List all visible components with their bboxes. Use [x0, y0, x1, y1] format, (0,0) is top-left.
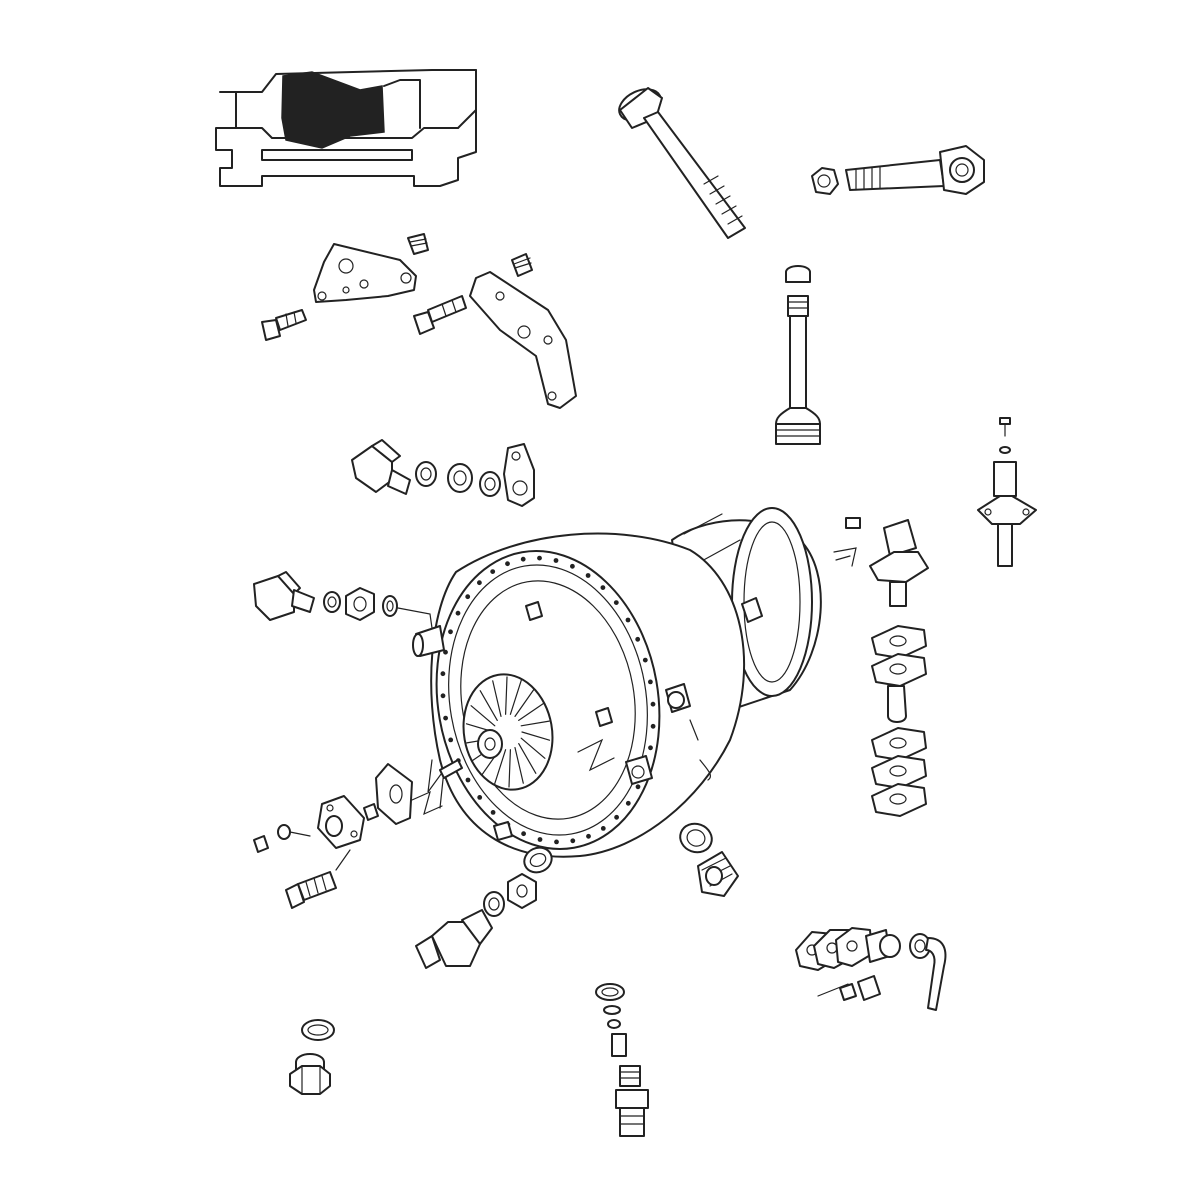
flange-bolt-dot — [537, 837, 543, 842]
flange-bolt-dot — [635, 784, 641, 790]
swirler-vane — [514, 746, 524, 784]
swirler-vane — [508, 749, 511, 788]
swirler-vane — [518, 702, 545, 722]
bottom-fitting-stack — [595, 983, 649, 1137]
flange-bolt-dot — [553, 558, 559, 563]
flange-bolt-dot — [648, 679, 653, 685]
flange-bolt-dot — [505, 561, 510, 567]
combustion-chamber-housing — [412, 507, 822, 858]
flange-bolt-dot — [554, 839, 559, 845]
flange-gasket-stack — [253, 571, 433, 629]
long-bolt-with-nut-diagonal — [618, 87, 746, 239]
swirler-vane — [521, 731, 551, 741]
flange-bolt-dot — [448, 629, 453, 635]
flange-bolt-dot — [440, 693, 446, 699]
flange-bolt-dot — [600, 826, 606, 831]
swirler-vane — [470, 705, 496, 727]
flange-bolt-dot — [650, 701, 656, 707]
flange-bolt-dot — [465, 777, 471, 783]
stud-with-sleeve-vertical — [775, 265, 821, 445]
flange-bolt-dot — [490, 810, 496, 815]
drain-plug-with-washer — [289, 1019, 335, 1095]
swirler-vane — [520, 737, 546, 759]
bolt-with-nut-horizontal — [811, 145, 985, 195]
flange-bolt-dot — [443, 715, 448, 721]
flange-bolt-dot — [600, 585, 606, 590]
swirler-vane — [509, 679, 523, 715]
swirler-vane — [514, 688, 535, 718]
flange-bolt-dot — [455, 610, 461, 616]
oil-fitting-elbow-lower — [415, 821, 739, 969]
flange-bolt-dot — [440, 671, 446, 677]
flange-bolt-dot — [443, 649, 448, 655]
flange-bolt-dot — [521, 831, 526, 837]
flange-bolt-dot — [614, 814, 619, 820]
flange-bolt-dot — [520, 556, 526, 562]
flange-bolt-dot — [585, 573, 591, 578]
flange-bolt-dot — [635, 636, 641, 642]
flange-bolt-dot — [625, 800, 631, 806]
flange-bolt-dot — [465, 594, 471, 600]
fuel-nozzle-assembly — [253, 759, 463, 909]
flange-bolt-dot — [537, 555, 542, 561]
sensor-probe-assembly-right — [833, 417, 1037, 817]
flange-bolt-dot — [650, 723, 656, 729]
seal-cross-section-inset — [215, 69, 477, 187]
elbow-fitting-with-washers — [351, 439, 535, 507]
flange-bolt-dot — [570, 838, 576, 844]
flange-bolt-dot — [448, 737, 454, 743]
flange-bolt-dot — [613, 600, 619, 605]
clip-and-tube-assembly — [795, 927, 947, 1011]
swirler-vane — [518, 742, 537, 774]
flange-bolt-dot — [648, 745, 653, 751]
mounting-bracket-right — [413, 253, 577, 409]
flange-bolt-dot — [586, 833, 591, 839]
flange-bolt-dot — [570, 563, 575, 569]
flange-bolt-dot — [490, 569, 496, 574]
flange-bolt-dot — [625, 617, 631, 623]
flange-bolt-dot — [642, 657, 648, 663]
swirler-vane — [494, 749, 507, 785]
mounting-bracket-left — [261, 233, 429, 341]
swirler-vane — [492, 680, 502, 718]
flange-bolt-dot — [477, 580, 482, 586]
swirler-vane — [505, 676, 508, 715]
flange-bolt-dot — [477, 795, 483, 800]
swirler-vane — [479, 690, 498, 722]
swirler-vane — [520, 720, 550, 727]
